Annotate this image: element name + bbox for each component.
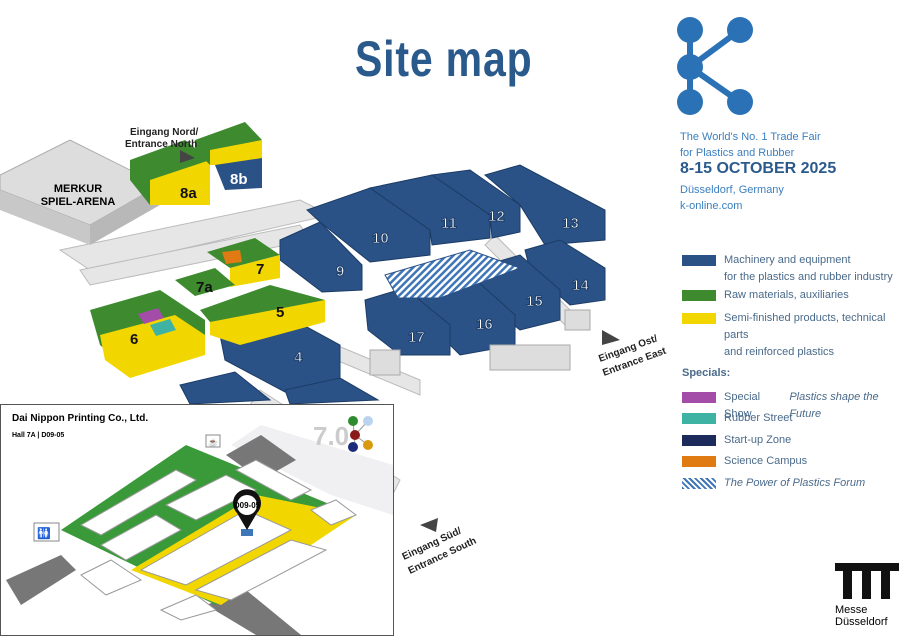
hall-inset-map: 7.0 D09-05 🚻 ☕ Dai Nippon Printing Co., … (0, 404, 394, 636)
entrance-south-arrow (420, 518, 438, 532)
legend-label-italic: Plastics shape the Future (789, 391, 879, 420)
tagline-1: The World's No. 1 Trade Fair (680, 131, 821, 143)
legend-swatch (682, 478, 716, 489)
inset-company: Dai Nippon Printing Co., Ltd. (12, 413, 149, 424)
fair-website[interactable]: k-online.com (680, 200, 743, 212)
hall-10-label: 10 (372, 230, 389, 247)
hall-bottom-b[interactable] (284, 377, 380, 405)
cafe-icon: ☕ (205, 434, 221, 448)
legend-raw-materials: Raw materials, auxiliaries (682, 287, 849, 304)
hall-8a-label: 8a (180, 185, 197, 202)
inset-road (226, 435, 296, 480)
booth-highlight[interactable] (241, 529, 253, 536)
legend-swatch (682, 290, 716, 301)
special-show: Special Show Plastics shape the Future (682, 389, 911, 423)
inset-bg-number: 7.0 (313, 421, 349, 451)
legend-semi-finished: Semi-finished products, technical parts a… (682, 310, 911, 361)
tagline-2: for Plastics and Rubber (680, 147, 795, 159)
svg-text:🚻: 🚻 (37, 527, 51, 540)
legend-swatch (682, 392, 716, 403)
brand-line-2: Düsseldorf (835, 616, 888, 628)
fair-location: Düsseldorf, Germany (680, 184, 784, 196)
location-pin-icon[interactable]: D09-05 (233, 489, 261, 530)
hall-15-label: 15 (526, 293, 543, 310)
svg-text:☕: ☕ (208, 437, 218, 447)
hall-5[interactable]: 5 (200, 285, 325, 345)
special-power-of-plastics: The Power of Plastics Forum (682, 475, 865, 492)
legend-swatch (682, 456, 716, 467)
inset-hall-booth: Hall 7A | D09-05 (12, 432, 65, 439)
hall-14[interactable]: 14 (524, 239, 606, 306)
arena-label-2: SPIEL-ARENA (41, 196, 116, 208)
legend-swatch (682, 313, 716, 324)
messe-duesseldorf-logo: Messe Düsseldorf (835, 563, 899, 628)
inset-road (6, 555, 76, 605)
messe-logo-icon (835, 563, 899, 599)
hall-7-label: 7 (256, 261, 264, 278)
hall-13-label: 13 (562, 215, 579, 232)
legend-swatch (682, 413, 716, 424)
legend-label: and reinforced plastics (724, 346, 835, 358)
inset-floorplan: 7.0 D09-05 🚻 ☕ (6, 416, 393, 635)
legend-swatch (682, 255, 716, 266)
hall-12-label: 12 (488, 208, 505, 225)
legend-label: Special Show (724, 391, 761, 420)
hall-7a[interactable]: 7a (175, 268, 235, 296)
hall-12[interactable]: 12 (430, 169, 521, 239)
restroom-icon: 🚻 (33, 522, 60, 542)
special-science-campus: Science Campus (682, 453, 807, 470)
inset-booths (79, 459, 358, 621)
entrance-north-1: Eingang Nord/ (130, 127, 199, 138)
hall-14-label: 14 (572, 277, 589, 294)
entrance-north-2: Entrance North (125, 139, 197, 150)
merkur-spiel-arena[interactable]: MERKUR SPIEL-ARENA (0, 139, 162, 245)
hall-5-label: 5 (276, 304, 284, 321)
hall-17[interactable]: 17 (364, 287, 451, 356)
hall-11-label: 11 (441, 215, 457, 232)
page-title: Site map (355, 31, 533, 87)
pin-label: D09-05 (234, 501, 261, 510)
legend-label-italic: The Power of Plastics Forum (724, 477, 866, 489)
hall-8b-label: 8b (230, 171, 248, 188)
hall-6-label: 6 (130, 331, 138, 348)
k-logo-icon (677, 17, 753, 115)
hall-16-label: 16 (476, 316, 493, 333)
hall-7[interactable]: 7 (207, 238, 280, 287)
hall-11[interactable]: 11 (368, 174, 491, 246)
legend-label: Rubber Street (724, 412, 793, 424)
legend-machinery: Machinery and equipment for the plastics … (682, 252, 893, 286)
legend-label: Semi-finished products, technical parts (724, 312, 886, 341)
legend-label: Science Campus (724, 455, 808, 467)
k-logo-small-icon (348, 416, 373, 452)
legend-label: for the plastics and rubber industry (724, 271, 893, 283)
power-of-plastics-forum[interactable] (384, 249, 522, 299)
hall-9-label: 9 (336, 263, 344, 280)
arena-label-1: MERKUR (54, 183, 102, 195)
legend-label: Start-up Zone (724, 434, 792, 446)
special-startup-zone: Start-up Zone (682, 432, 791, 449)
service-buildings (369, 309, 591, 376)
legend-label: Machinery and equipment (724, 254, 851, 266)
hall-8b[interactable]: 8b (195, 122, 262, 190)
hall-6[interactable]: 6 (90, 290, 205, 378)
hall-7a-label: 7a (196, 279, 213, 296)
legend-swatch (682, 435, 716, 446)
hall-13[interactable]: 13 (483, 164, 606, 246)
hall-bottom-a[interactable] (179, 371, 272, 405)
fair-dates: 8-15 OCTOBER 2025 (680, 160, 837, 177)
legend-label: Raw materials, auxiliaries (724, 289, 849, 301)
special-rubber-street: Rubber Street (682, 410, 792, 427)
entrance-north-arrow (180, 150, 195, 163)
inset-road (206, 590, 301, 635)
entrance-east-arrow (602, 330, 620, 345)
brand-line-1: Messe (835, 604, 868, 616)
specials-heading: Specials: (682, 367, 731, 379)
hall-17-label: 17 (408, 329, 425, 346)
hall-4-label: 4 (294, 349, 303, 366)
